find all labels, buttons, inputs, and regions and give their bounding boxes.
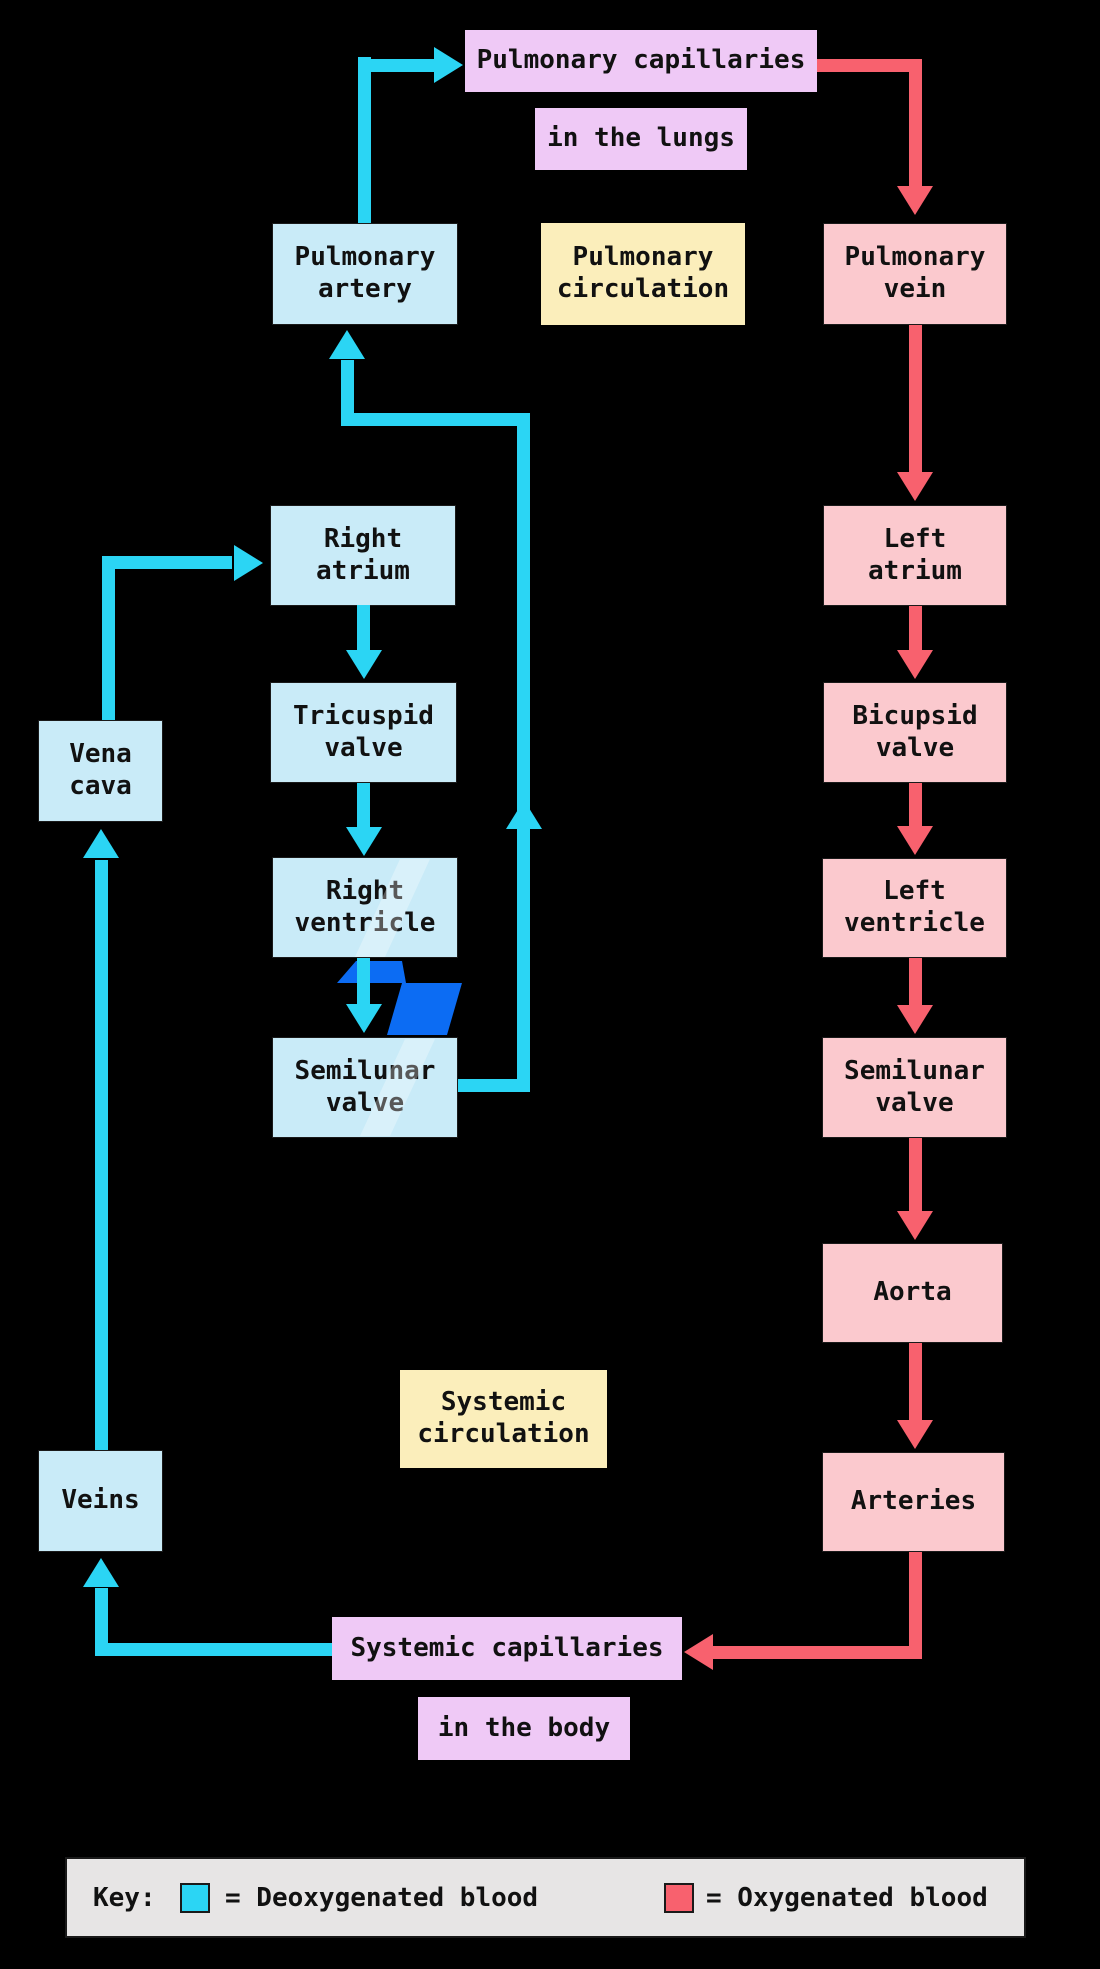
arrow-segment <box>341 413 530 426</box>
arrowhead-down <box>346 650 382 679</box>
arrow-segment <box>357 605 370 651</box>
arrow-segment <box>909 958 922 1006</box>
node-pulmonary-vein: Pulmonary vein <box>823 223 1007 325</box>
legend-panel: Key: = Deoxygenated blood = Oxygenated b… <box>65 1857 1026 1938</box>
oxygenated-swatch-icon <box>664 1883 694 1913</box>
arrow-segment <box>357 783 370 828</box>
arrow-segment <box>95 1643 332 1656</box>
deoxygenated-swatch-icon <box>180 1883 210 1913</box>
arrow-segment <box>909 783 922 827</box>
arrowhead-down <box>897 186 933 215</box>
legend-title: Key: <box>93 1882 156 1913</box>
arrowhead-up <box>83 1558 119 1587</box>
arrow-segment <box>95 860 108 1450</box>
label-pulmonary-circulation: Pulmonary circulation <box>541 223 745 325</box>
node-left-ventricle: Left ventricle <box>822 858 1007 958</box>
arrow-segment <box>712 1646 922 1659</box>
node-semilunar-valve-left: Semilunar valve <box>272 1037 458 1138</box>
node-in-the-body: in the body <box>418 1697 630 1760</box>
arrowhead-right <box>234 545 263 581</box>
node-systemic-capillaries: Systemic capillaries <box>332 1617 682 1680</box>
legend-deoxygenated-label: = Deoxygenated blood <box>225 1882 539 1913</box>
arrowhead-right <box>434 47 463 83</box>
arrow-segment <box>909 325 922 472</box>
arrowhead-down <box>897 826 933 855</box>
node-in-the-lungs: in the lungs <box>535 108 747 170</box>
arrow-segment <box>909 606 922 651</box>
legend-oxygenated-label: = Oxygenated blood <box>706 1882 988 1913</box>
arrowhead-down <box>346 1004 382 1033</box>
arrow-segment <box>341 360 354 420</box>
node-arteries: Arteries <box>822 1452 1005 1552</box>
arrowhead-up <box>506 800 542 829</box>
lightning-bolt-icon <box>387 983 462 1035</box>
arrowhead-up <box>83 829 119 858</box>
arrow-segment <box>909 1343 922 1421</box>
node-aorta: Aorta <box>822 1243 1003 1343</box>
arrowhead-down <box>346 827 382 856</box>
arrow-segment <box>102 556 232 569</box>
node-vena-cava: Vena cava <box>38 720 163 822</box>
node-pulmonary-artery: Pulmonary artery <box>272 223 458 325</box>
arrowhead-down <box>897 1005 933 1034</box>
arrow-segment <box>358 59 434 72</box>
arrow-segment <box>358 57 371 223</box>
node-left-atrium: Left atrium <box>823 505 1007 606</box>
arrow-segment <box>458 1079 530 1092</box>
arrow-segment <box>95 1588 108 1648</box>
arrowhead-left <box>684 1634 713 1670</box>
node-tricuspid-valve: Tricuspid valve <box>270 682 457 783</box>
arrowhead-down <box>897 1211 933 1240</box>
node-right-ventricle: Right ventricle <box>272 857 458 958</box>
arrow-segment <box>909 59 922 186</box>
node-right-atrium: Right atrium <box>270 505 456 606</box>
arrow-segment <box>909 1552 922 1652</box>
arrow-segment <box>102 556 115 720</box>
label-systemic-circulation: Systemic circulation <box>400 1370 607 1468</box>
arrowhead-up <box>329 330 365 359</box>
arrowhead-down <box>897 1420 933 1449</box>
node-pulmonary-capillaries: Pulmonary capillaries <box>465 30 817 92</box>
arrowhead-down <box>897 472 933 501</box>
arrow-segment <box>357 958 370 1005</box>
arrowhead-down <box>897 650 933 679</box>
node-veins: Veins <box>38 1450 163 1552</box>
arrow-segment <box>817 59 922 72</box>
node-bicupsid-valve: Bicupsid valve <box>823 682 1007 783</box>
arrow-segment <box>517 413 530 1091</box>
node-semilunar-valve-right: Semilunar valve <box>822 1037 1007 1138</box>
lightning-bolt-icon <box>337 961 406 983</box>
arrow-segment <box>909 1138 922 1212</box>
